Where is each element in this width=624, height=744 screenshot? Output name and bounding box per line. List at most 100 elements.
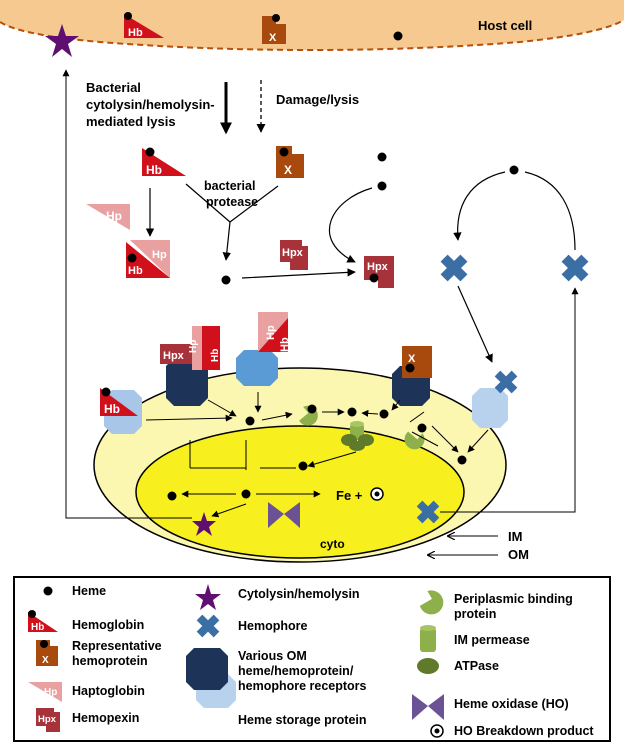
heme-top-1 — [377, 152, 387, 162]
svg-text:X: X — [284, 163, 292, 177]
heme-cyto-2 — [241, 489, 251, 499]
cyto-label: cyto — [320, 537, 345, 551]
svg-text:Hb: Hb — [210, 349, 221, 362]
bacterial-lysis-label: Bacterial cytolysin/hemolysin- mediated … — [86, 80, 215, 129]
svg-text:Hp: Hp — [152, 249, 167, 261]
hpx-at-receptor: Hpx — [160, 344, 192, 364]
svg-text:Hb: Hb — [146, 163, 162, 177]
fe-label: Fe + — [336, 488, 363, 503]
heme-storage-cyto — [156, 484, 177, 508]
hemoglobin-host: Hb — [124, 12, 164, 39]
svg-text:Hb: Hb — [128, 265, 143, 277]
hemophore-cyto — [416, 500, 440, 524]
legend-heme: Heme — [72, 584, 106, 598]
hb-hp-at-receptor: Hp Hb — [188, 326, 221, 370]
legend-om-receptors-2: heme/hemoprotein/ — [238, 664, 354, 678]
svg-text:Bacterial: Bacterial — [86, 80, 141, 95]
om-receptor-hemophore — [472, 388, 508, 428]
svg-text:Hpx: Hpx — [367, 261, 389, 273]
legend-cytolysin: Cytolysin/hemolysin — [238, 587, 360, 601]
heme-free — [221, 275, 231, 285]
svg-text:Hpx: Hpx — [163, 350, 185, 362]
svg-text:Hp: Hp — [106, 209, 122, 223]
legend-heme-icon — [43, 586, 53, 596]
im-permease — [341, 421, 374, 451]
hemoprotein-at-receptor: X — [402, 346, 432, 378]
svg-text:X: X — [42, 655, 49, 666]
legend-ho-breakdown: HO Breakdown product — [454, 724, 594, 738]
legend-haptoglobin-icon: Hp — [28, 682, 62, 702]
legend-rep-hemoprotein-2: hemoprotein — [72, 654, 148, 668]
legend-rep-hemoprotein-1: Representative — [72, 639, 162, 653]
legend-ho-breakdown-icon — [430, 724, 444, 738]
im-label: IM — [508, 529, 522, 544]
om-receptor-hemophore-light — [236, 350, 278, 386]
host-cell-label: Host cell — [478, 18, 532, 33]
periplasmic-binding-right — [404, 423, 427, 450]
legend-om-receptors-1: Various OM — [238, 649, 307, 663]
heme-cyto-1 — [298, 461, 308, 471]
legend-hemophore-icon — [196, 614, 220, 638]
svg-text:mediated lysis: mediated lysis — [86, 114, 176, 129]
legend-om-receptors-3: hemophore receptors — [238, 679, 367, 693]
svg-text:Hp: Hp — [265, 325, 277, 340]
heme-hemophore — [509, 165, 519, 175]
legend-hemoglobin-icon: Hb — [28, 610, 58, 633]
heme-periplasm-4 — [457, 455, 467, 465]
hb-hp-top: Hp Hb — [258, 312, 291, 352]
heme-oxidase-cyto — [268, 502, 300, 528]
svg-text:Hb: Hb — [31, 622, 44, 633]
legend-hemoprotein-icon: X — [36, 640, 58, 666]
legend-hemophore: Hemophore — [238, 619, 308, 633]
hemoglobin-released: Hb — [142, 147, 186, 177]
legend-hemopexin-icon: Hpx — [36, 708, 60, 732]
heme-periplasm-1 — [245, 416, 255, 426]
heme-host — [393, 31, 403, 41]
legend-atpase-icon — [417, 658, 439, 674]
hemoglobin-at-receptor: Hb — [100, 387, 138, 416]
damage-lysis-label: Damage/lysis — [276, 92, 359, 107]
om-label: OM — [508, 547, 529, 562]
star-host — [45, 24, 79, 57]
svg-text:bacterial: bacterial — [204, 179, 255, 193]
periplasmic-binding-left — [299, 404, 318, 426]
svg-text:Hb: Hb — [104, 402, 120, 416]
svg-text:cytolysin/hemolysin-: cytolysin/hemolysin- — [86, 97, 215, 112]
svg-text:protease: protease — [206, 195, 258, 209]
cytolysin-cyto — [192, 512, 216, 536]
bacterial-protease-label: bacterial protease — [204, 179, 258, 209]
legend: Heme Hb Hemoglobin X Representative hemo… — [13, 576, 611, 742]
legend-heme-storage: Heme storage protein — [238, 713, 367, 727]
haptoglobin-free: Hp — [86, 204, 130, 230]
svg-text:Hpx: Hpx — [282, 247, 304, 259]
svg-text:X: X — [408, 353, 416, 365]
hemoprotein-host: X — [262, 14, 286, 44]
legend-im-permease-icon — [420, 625, 436, 652]
legend-atpase: ATPase — [454, 659, 499, 673]
legend-periplasmic-icon — [419, 590, 444, 615]
legend-haptoglobin: Haptoglobin — [72, 684, 145, 698]
heme-periplasm-2 — [347, 407, 357, 417]
svg-text:Hb: Hb — [128, 27, 143, 39]
legend-cytolysin-icon — [195, 584, 221, 610]
hemopexin-free: Hpx — [280, 240, 308, 270]
hemoprotein-released: X — [276, 146, 304, 178]
hemopexin-heme: Hpx — [364, 256, 394, 288]
ho-breakdown-cyto — [370, 487, 384, 501]
hemophore-left — [440, 254, 468, 282]
legend-om-receptor-icon — [186, 648, 236, 708]
legend-hemopexin: Hemopexin — [72, 711, 139, 725]
legend-im-permease: IM permease — [454, 633, 530, 647]
legend-heme-oxidase-icon — [412, 694, 444, 720]
svg-text:Hb: Hb — [279, 337, 291, 352]
legend-hemoglobin: Hemoglobin — [72, 618, 144, 632]
heme-periplasm-3 — [379, 409, 389, 419]
svg-text:Hp: Hp — [188, 340, 199, 353]
heme-top-2 — [377, 181, 387, 191]
hemophore-right — [561, 254, 589, 282]
svg-text:Hpx: Hpx — [38, 714, 57, 725]
hb-hp-complex: Hp Hb — [126, 240, 170, 278]
legend-periplasmic-1: Periplasmic binding — [454, 592, 573, 606]
svg-text:X: X — [269, 32, 277, 44]
